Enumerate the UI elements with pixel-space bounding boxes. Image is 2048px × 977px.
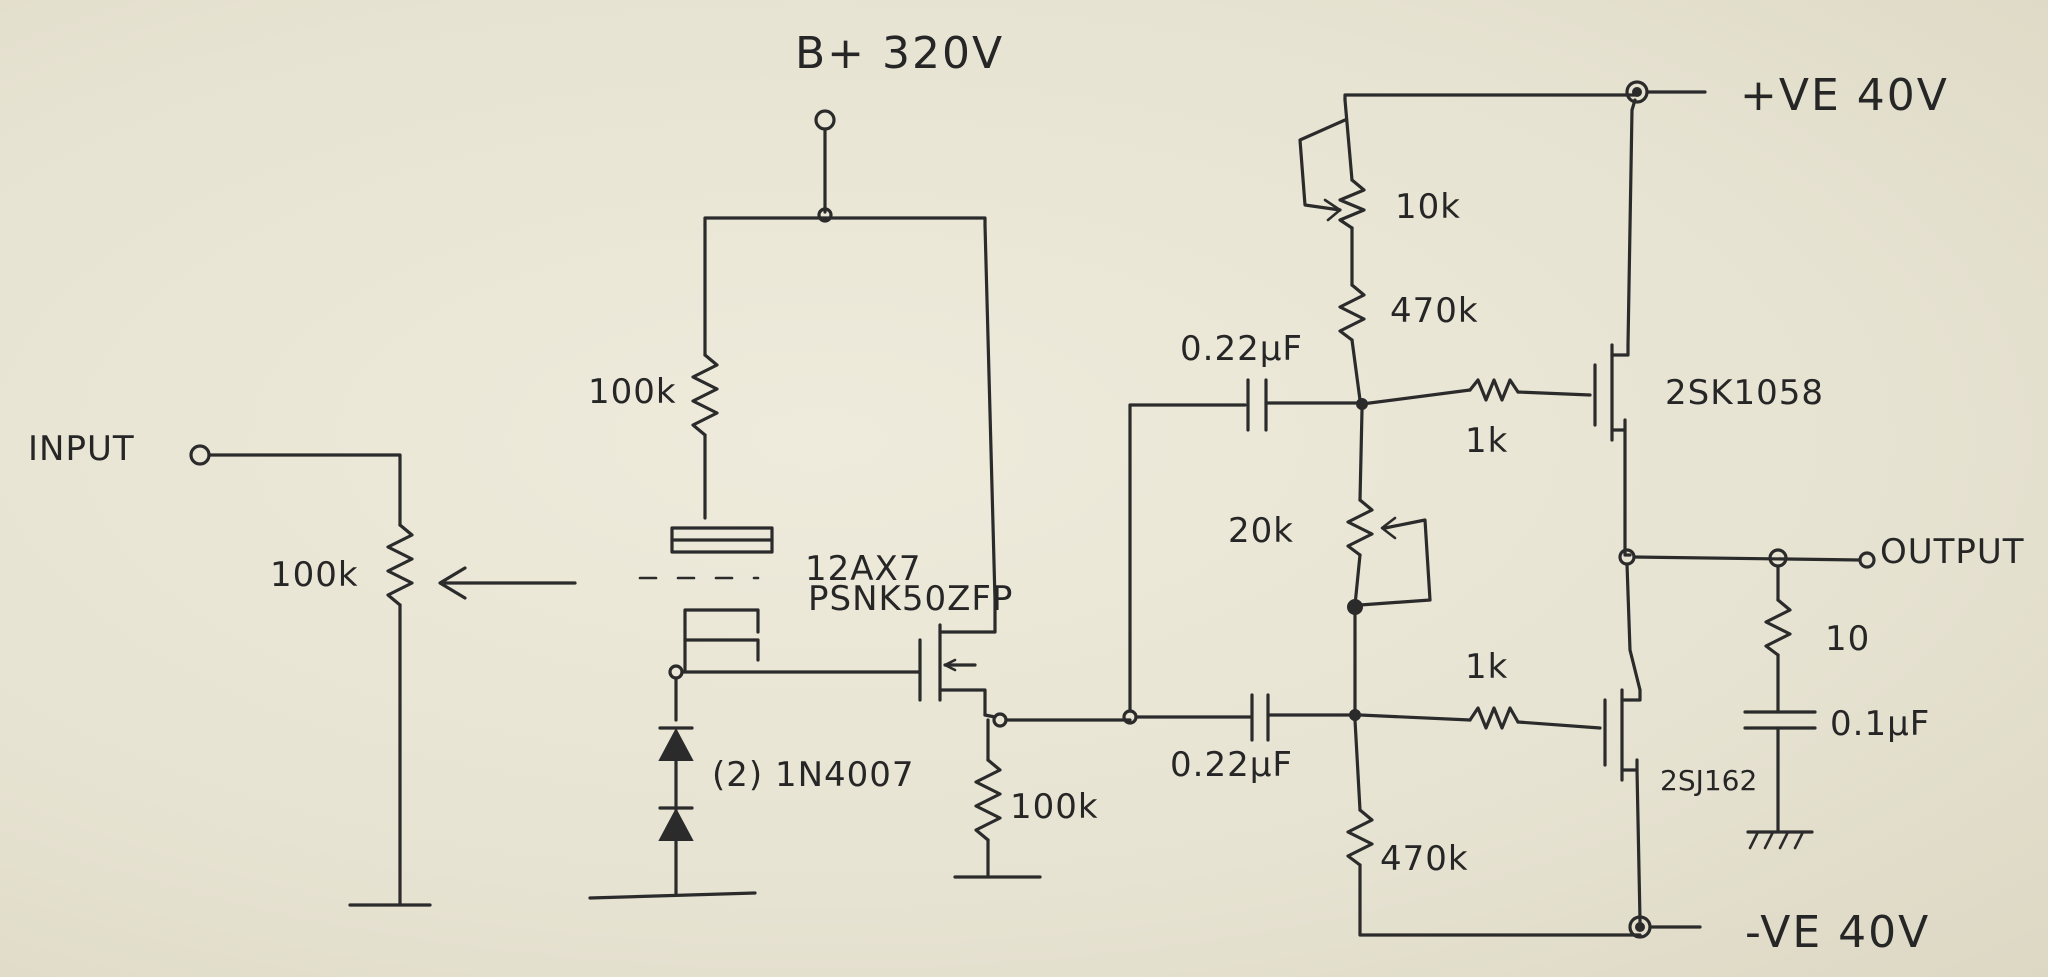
plate-resistor-label: 100k	[588, 372, 677, 412]
diode-1-icon	[658, 727, 694, 761]
ground-hatch-2	[1763, 830, 1775, 850]
plate-resistor	[691, 353, 719, 437]
trim-top-wire	[1343, 98, 1354, 182]
top-cap-feed-wire	[1128, 403, 1247, 713]
output-label: OUTPUT	[1880, 532, 2025, 572]
p-mosfet-drain	[1620, 758, 1639, 772]
pve-label: +VE 40V	[1740, 70, 1949, 121]
bplus-junction	[817, 207, 833, 223]
p-mosfet-label: 2SJ162	[1660, 764, 1757, 797]
trim-wiper-loop	[1298, 118, 1347, 212]
bias-resistor-bottom-label: 470k	[1380, 839, 1469, 879]
zobel-cap-label: 0.1µF	[1830, 704, 1930, 744]
gate-bottom-wire-b	[1516, 720, 1602, 730]
gate-top-wire-b	[1516, 390, 1592, 397]
bias-pot-wiper-loop	[1358, 518, 1432, 607]
gate-bottom-wire-a	[1358, 713, 1472, 722]
ground-hatch-3	[1778, 830, 1790, 850]
zobel-resistor-label: 10	[1825, 619, 1870, 659]
trim-resistor-label: 10k	[1395, 187, 1461, 227]
bias-pot	[1346, 498, 1374, 557]
zobel-resistor	[1764, 598, 1792, 657]
volume-pot-label: 100k	[270, 555, 359, 595]
follower-source-lead	[938, 688, 987, 717]
pve-rail	[1343, 93, 1637, 102]
bias-bottom-wire	[1353, 718, 1362, 812]
pot-wiper-arrow-icon	[438, 566, 467, 600]
tube-cathode	[683, 630, 760, 662]
volume-pot-resistor	[386, 523, 414, 607]
tube-label: 12AX7	[805, 549, 921, 589]
trim-resistor	[1338, 178, 1366, 230]
n-mosfet-drain	[1610, 343, 1630, 357]
bias-resistor-bottom	[1346, 808, 1374, 867]
diode-label: (2) 1N4007	[712, 755, 915, 795]
n-source-to-output-wire	[1623, 428, 1632, 557]
output-wire	[1632, 555, 1862, 562]
output-node	[1618, 548, 1636, 566]
cap-bottom-label: 0.22µF	[1170, 745, 1293, 785]
follower-label: PSNK50ZFP	[808, 579, 1013, 619]
diode-2-icon	[658, 807, 694, 841]
gate-resistor-bottom	[1468, 706, 1520, 730]
source-resistor	[974, 758, 1002, 842]
bplus-terminal	[814, 109, 836, 131]
bias-resistor-top-label: 470k	[1390, 291, 1479, 331]
n-mosfet-label: 2SK1058	[1665, 373, 1824, 413]
labels: B+ 320V INPUT OUTPUT +VE 40V -VE 40V 100…	[28, 28, 2025, 958]
cathode-junction	[668, 664, 684, 680]
gate-top-wire-a	[1360, 388, 1472, 406]
gate-resistor-bottom-label: 1k	[1465, 647, 1508, 687]
nve-label: -VE 40V	[1745, 907, 1930, 958]
diode-ground-line	[588, 891, 757, 900]
input-terminal	[189, 444, 211, 466]
bplus-rail	[703, 216, 987, 227]
nve-terminal-dot	[1635, 922, 1645, 932]
trim-arrow-icon	[1323, 198, 1342, 222]
follower-drain-wire	[983, 223, 997, 602]
output-stage	[1122, 80, 1876, 939]
bias-resistor-top	[1338, 283, 1366, 342]
nve-rail	[1358, 863, 1642, 937]
gate-resistor-top	[1468, 378, 1520, 402]
p-drain-to-nve-wire	[1635, 768, 1642, 927]
p-source-to-output-wire	[1625, 562, 1642, 692]
bias-mid-wire	[1350, 338, 1362, 402]
bias-pot-arrow-icon	[1380, 516, 1397, 540]
input-wire	[207, 453, 402, 527]
gate-resistor-top-label: 1k	[1465, 421, 1508, 461]
pot-top-wire	[1358, 408, 1364, 502]
tube-stage	[588, 109, 1132, 900]
ground-hatch-1	[1748, 830, 1760, 850]
source-junction	[992, 712, 1008, 728]
ground-hatch-4	[1793, 830, 1805, 850]
p-mosfet-source	[1620, 688, 1642, 702]
follower-drain-lead	[938, 598, 997, 634]
n-mosfet-source	[1610, 418, 1627, 432]
tube-cathode-top	[683, 608, 760, 634]
input-label: INPUT	[28, 429, 135, 469]
output-terminal	[1858, 551, 1876, 569]
bias-pot-label: 20k	[1228, 511, 1294, 551]
n-drain-to-pve-wire	[1626, 98, 1637, 347]
pot-bottom-wire	[1353, 553, 1362, 607]
bplus-label: B+ 320V	[795, 28, 1004, 79]
cap-top-label: 0.22µF	[1180, 329, 1303, 369]
pve-terminal-dot	[1632, 87, 1642, 97]
source-resistor-label: 100k	[1010, 787, 1099, 827]
input-section	[189, 444, 577, 907]
